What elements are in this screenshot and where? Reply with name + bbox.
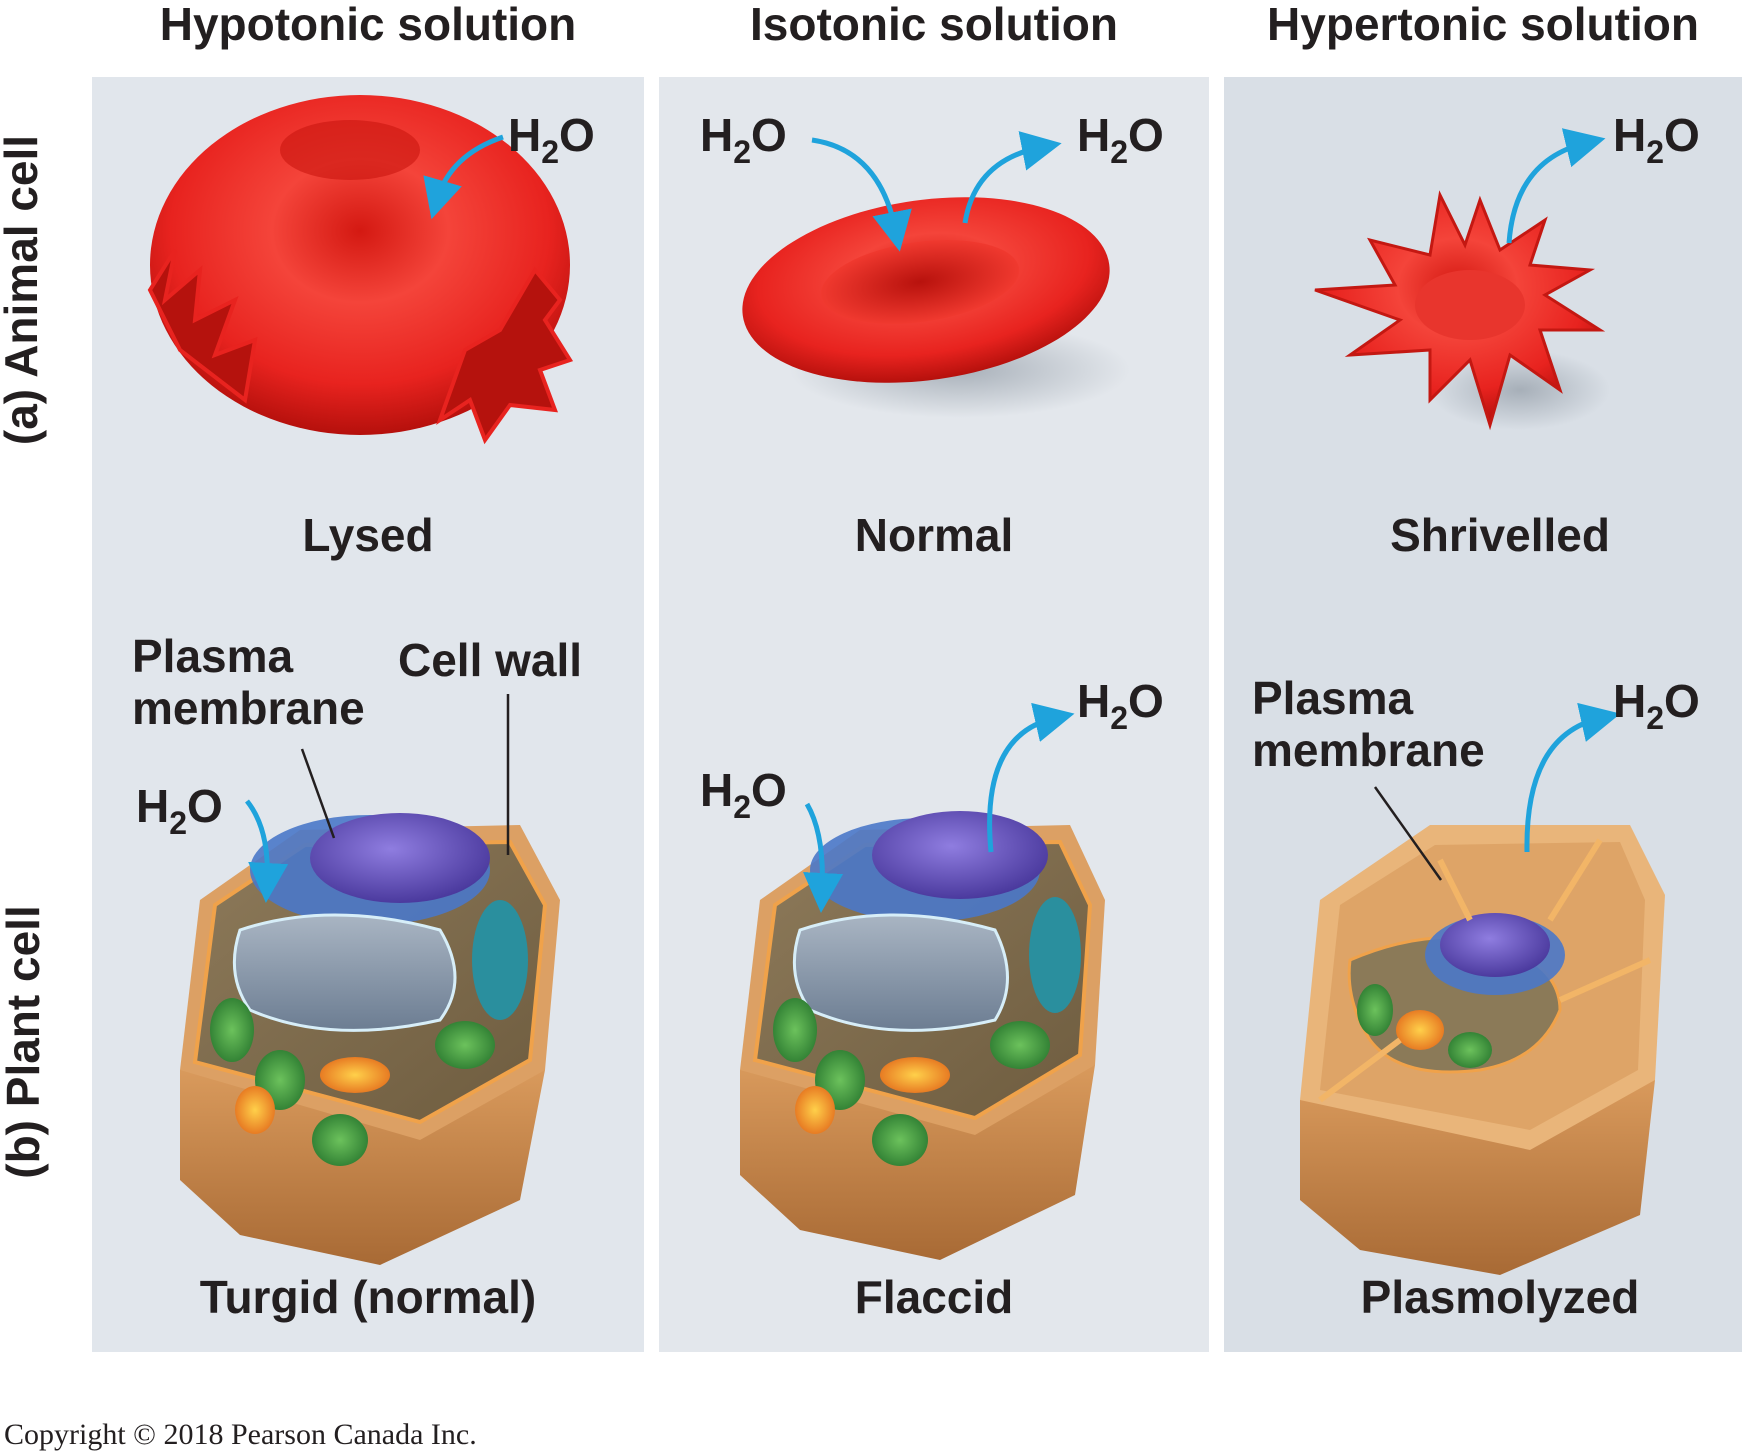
arrow-flaccid-out — [987, 702, 1075, 853]
leader-lines — [300, 694, 1443, 881]
flaccid-plant-cell — [740, 811, 1105, 1260]
leader-plasma-membrane-left — [300, 748, 336, 839]
lysed-red-blood-cell — [147, 95, 574, 445]
water-label-normal-in: H2O — [700, 109, 787, 170]
cell-wall-label: Cell wall — [398, 634, 583, 686]
water-label-plasmolyzed: H2O — [1613, 675, 1700, 736]
state-label-flaccid: Flaccid — [854, 1271, 1014, 1323]
water-label-shrivelled: H2O — [1613, 109, 1700, 170]
column-title-hypotonic: Hypotonic solution — [159, 0, 577, 50]
arrow-normal-in — [811, 137, 912, 252]
plasma-membrane-label-right: Plasma membrane — [1252, 672, 1485, 776]
state-label-shrivelled: Shrivelled — [1390, 509, 1610, 561]
water-arrows — [245, 128, 1621, 913]
arrow-turgid-in — [245, 799, 289, 903]
arrow-plasmolyzed-out — [1524, 702, 1621, 853]
arrow-normal-out — [962, 131, 1062, 224]
water-label-flaccid-in: H2O — [700, 764, 787, 825]
water-label-turgid: H2O — [136, 780, 223, 841]
state-label-turgid: Turgid (normal) — [199, 1271, 537, 1323]
leader-plasma-membrane-right — [1373, 786, 1443, 881]
column-title-isotonic: Isotonic solution — [750, 0, 1118, 50]
shrivelled-red-blood-cell — [1314, 190, 1610, 431]
state-label-normal: Normal — [854, 509, 1014, 561]
water-label-lysed: H2O — [508, 109, 595, 170]
state-label-lysed: Lysed — [302, 509, 434, 561]
turgid-plant-cell — [180, 813, 560, 1265]
plasma-membrane-label-left: Plasma membrane — [132, 630, 365, 734]
water-label-flaccid-out: H2O — [1077, 675, 1164, 736]
plasmolyzed-plant-cell — [1300, 825, 1665, 1275]
arrow-flaccid-in — [803, 802, 844, 913]
column-title-hypertonic: Hypertonic solution — [1267, 0, 1699, 50]
water-label-normal-out: H2O — [1077, 109, 1164, 170]
copyright-notice: Copyright © 2018 Pearson Canada Inc. — [4, 1418, 477, 1451]
arrow-lysed-in — [423, 134, 504, 220]
normal-red-blood-cell — [742, 197, 1130, 418]
arrow-shrivelled-out — [1506, 128, 1606, 244]
state-label-plasmolyzed: Plasmolyzed — [1360, 1271, 1640, 1323]
